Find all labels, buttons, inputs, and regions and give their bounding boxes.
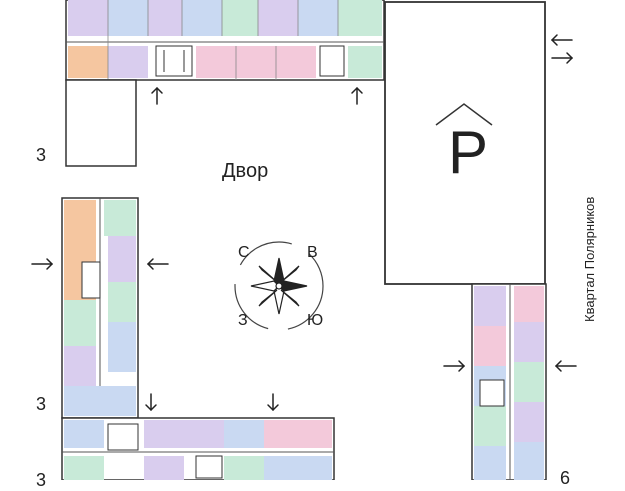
- compass-west-label: З: [238, 312, 248, 329]
- compass-east-label: В: [307, 244, 318, 261]
- street-label: Квартал Полярников: [582, 196, 597, 322]
- right-building[interactable]: [471, 283, 547, 480]
- site-plan: [31, 0, 577, 480]
- parking-symbol: P: [448, 119, 489, 186]
- floor-count-label: 3: [36, 145, 47, 165]
- compass-north-label: С: [238, 244, 250, 261]
- bottom-building[interactable]: [61, 417, 335, 480]
- left-building[interactable]: [61, 197, 139, 419]
- compass-rose-icon: [234, 241, 324, 331]
- entrance-arrow-icon: [31, 34, 577, 412]
- outbuilding: [65, 79, 137, 167]
- floor-count-label: 3: [36, 470, 47, 490]
- compass-south-label: Ю: [307, 312, 324, 329]
- floor-count-label: 6: [560, 468, 571, 488]
- parking-roof-icon: [435, 103, 493, 126]
- parking-building[interactable]: [384, 1, 546, 285]
- floor-count-label: 3: [36, 394, 47, 414]
- courtyard-label: Двор: [222, 160, 269, 182]
- top-building[interactable]: [65, 0, 385, 81]
